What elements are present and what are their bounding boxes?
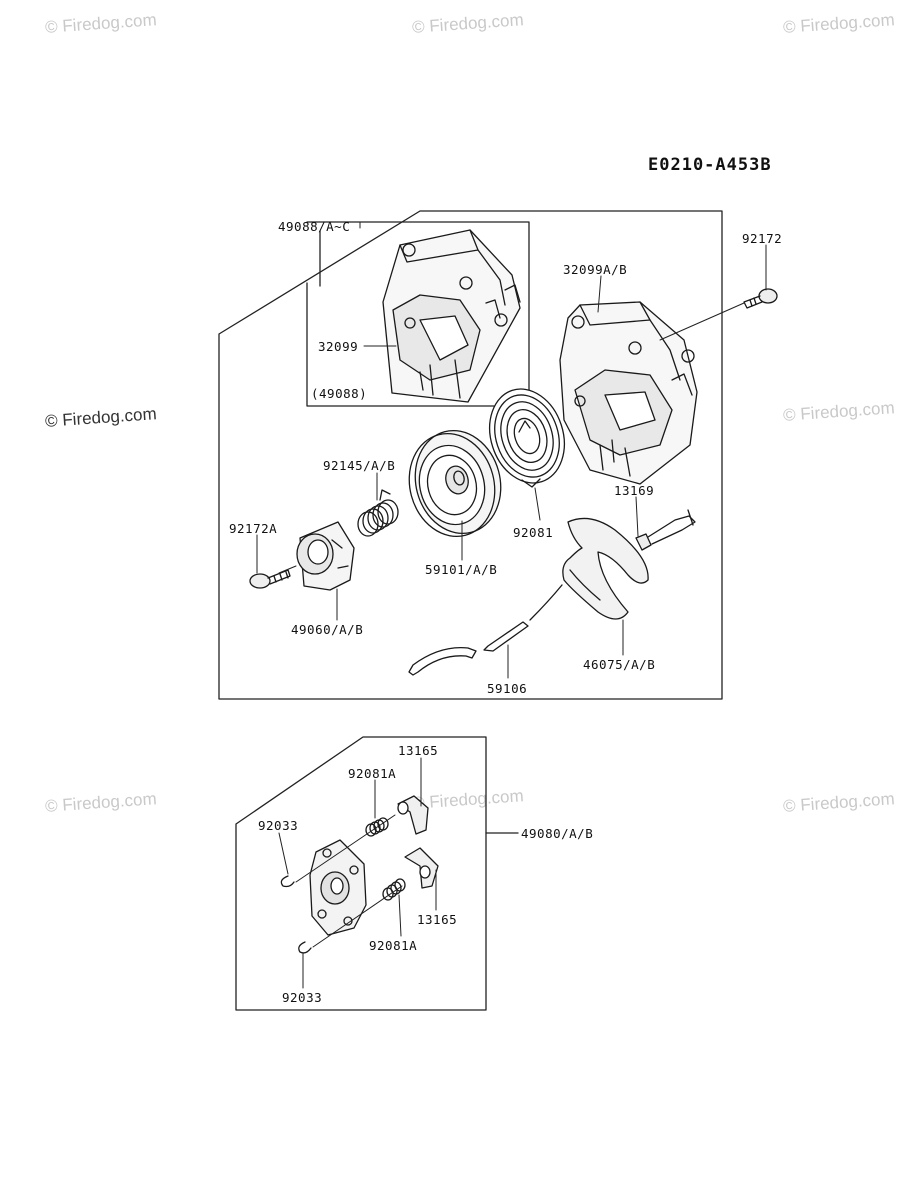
part-label-92145ab: 92145/A/B — [323, 458, 396, 473]
recoil-case-inset-drawing — [382, 229, 521, 403]
pawl-spring-drawing — [365, 817, 389, 837]
leader-lines — [256, 221, 767, 989]
rope-clip-drawing — [635, 509, 696, 551]
diagram-code: E0210-A453B — [648, 155, 772, 175]
handle-grip-drawing — [562, 517, 649, 620]
part-label-49088-assembly: (49088) — [311, 386, 368, 401]
subassembly-frame-49080 — [235, 736, 519, 1011]
part-label-49080ab: 49080/A/B — [521, 826, 594, 841]
coil-spring-drawing — [357, 489, 399, 537]
part-label-92081: 92081 — [513, 525, 554, 540]
pulley-drawing — [408, 429, 502, 538]
e-clip-drawing — [298, 941, 312, 954]
part-label-92033: 92033 — [282, 990, 323, 1005]
part-label-59106: 59106 — [487, 681, 528, 696]
part-label-49088-a-c: 49088/A~C — [278, 219, 351, 234]
main-assembly-frame — [218, 210, 723, 700]
pawl-drawing — [397, 795, 429, 835]
spiral-spring-drawing — [489, 388, 565, 488]
screw-drawing — [249, 569, 291, 589]
recoil-case-drawing — [559, 301, 698, 485]
ratchet-drawing — [296, 521, 355, 591]
part-label-59101ab: 59101/A/B — [425, 562, 498, 577]
pawl-spring-drawing — [382, 878, 406, 901]
part-label-13165: 13165 — [398, 743, 439, 758]
part-label-92081a: 92081A — [369, 938, 418, 953]
part-label-92172: 92172 — [742, 231, 783, 246]
screw-drawing — [743, 288, 778, 309]
part-label-92081a: 92081A — [348, 766, 397, 781]
part-label-92172a: 92172A — [229, 521, 278, 536]
e-clip-drawing — [280, 875, 295, 888]
starter-rope-drawing — [408, 584, 563, 676]
part-label-32099ab: 32099A/B — [563, 262, 628, 277]
part-label-49060ab: 49060/A/B — [291, 622, 364, 637]
part-label-13169: 13169 — [614, 483, 655, 498]
part-label-13165: 13165 — [417, 912, 458, 927]
part-label-32099: 32099 — [318, 339, 359, 354]
pawl-plate-drawing — [309, 839, 367, 936]
pawl-drawing — [404, 847, 439, 889]
part-label-46075ab: 46075/A/B — [583, 657, 656, 672]
part-label-92033: 92033 — [258, 818, 299, 833]
